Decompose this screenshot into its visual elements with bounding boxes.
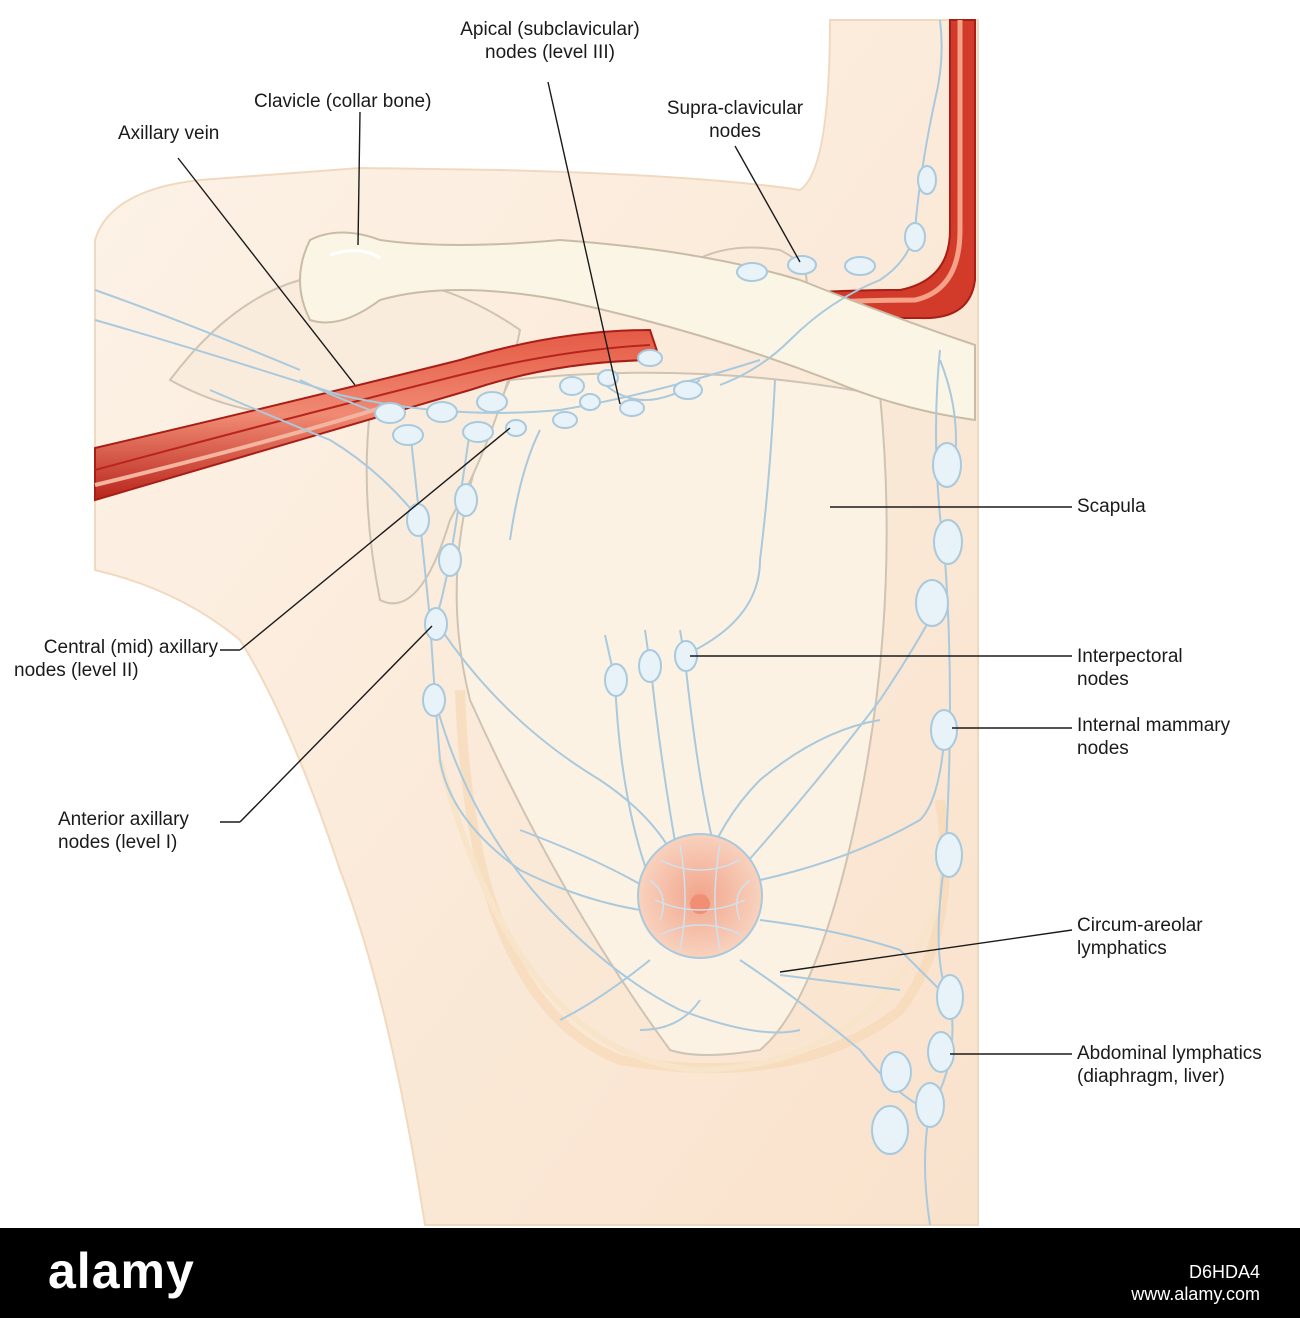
label-internal-mammary-nodes: Internal mammary nodes xyxy=(1077,714,1230,760)
label-line: Internal mammary xyxy=(1077,715,1231,736)
label-line: Axillary vein xyxy=(118,123,220,144)
lymph-node xyxy=(871,1105,909,1155)
label-central-axillary-nodes: Central (mid) axillary nodes (level II) xyxy=(2,636,218,682)
label-interpectoral-nodes: Interpectoral nodes xyxy=(1077,645,1183,691)
label-line: Supra-clavicular xyxy=(666,98,804,119)
label-line: nodes (level III) xyxy=(485,42,615,63)
label-axillary-vein: Axillary vein xyxy=(118,122,219,145)
lymph-node xyxy=(374,402,406,424)
lymph-node xyxy=(917,165,937,195)
label-line: Apical (subclavicular) xyxy=(460,19,640,40)
label-scapula: Scapula xyxy=(1077,495,1146,518)
lymph-node xyxy=(638,649,662,683)
lymph-node xyxy=(559,376,585,396)
label-circumareolar-lymphatics: Circum-areolar lymphatics xyxy=(1077,914,1203,960)
brand-logo: alamy xyxy=(48,1243,195,1299)
lymph-node xyxy=(936,974,964,1020)
lymph-node xyxy=(904,222,926,252)
lymph-node xyxy=(454,483,478,517)
lymph-node xyxy=(673,380,703,400)
label-line: Interpectoral xyxy=(1077,646,1183,667)
lymph-node xyxy=(637,349,663,367)
label-line: Scapula xyxy=(1077,496,1146,517)
lymph-node xyxy=(604,663,628,697)
lymph-node xyxy=(915,1082,945,1128)
clavicle-bone xyxy=(299,231,976,422)
lymph-node xyxy=(462,421,494,443)
label-line: Central (mid) axillary xyxy=(43,637,218,658)
label-anterior-axillary-nodes: Anterior axillary nodes (level I) xyxy=(58,808,189,854)
label-clavicle: Clavicle (collar bone) xyxy=(254,90,431,113)
lymph-node xyxy=(880,1051,912,1093)
lymph-node xyxy=(927,1031,955,1073)
label-line: nodes xyxy=(709,121,761,142)
lymph-node xyxy=(844,256,876,276)
lymph-node xyxy=(406,503,430,537)
label-line: Anterior axillary xyxy=(58,809,189,830)
label-line: (diaphragm, liver) xyxy=(1077,1066,1225,1087)
site-url: www.alamy.com xyxy=(1131,1284,1260,1304)
lymph-node xyxy=(932,442,962,488)
lymph-node xyxy=(505,419,527,437)
lymph-node xyxy=(935,832,963,878)
lymph-node xyxy=(426,401,458,423)
lymph-node xyxy=(579,393,601,411)
lymph-node xyxy=(787,255,817,275)
label-abdominal-lymphatics: Abdominal lymphatics (diaphragm, liver) xyxy=(1077,1042,1262,1088)
lymph-node xyxy=(438,543,462,577)
lymph-nodes xyxy=(374,165,964,1155)
lymph-node xyxy=(930,709,958,751)
leader-lines xyxy=(177,81,1073,1055)
lymph-node xyxy=(552,411,578,429)
label-line: lymphatics xyxy=(1077,938,1167,959)
lymph-node xyxy=(619,399,645,417)
lymph-node xyxy=(424,607,448,641)
label-line: nodes (level II) xyxy=(14,660,139,681)
lymph-node xyxy=(736,262,768,282)
label-line: Clavicle (collar bone) xyxy=(254,91,432,112)
image-id: D6HDA4 xyxy=(1188,1262,1260,1282)
label-supraclavicular-nodes: Supra-clavicular nodes xyxy=(640,97,830,143)
label-line: nodes (level I) xyxy=(58,832,178,853)
lymph-node xyxy=(422,683,446,717)
lymph-node xyxy=(392,424,424,446)
lymph-node xyxy=(933,519,963,565)
watermark-footer: alamy D6HDA4 www.alamy.com xyxy=(0,1228,1300,1318)
label-line: Circum-areolar xyxy=(1077,915,1203,936)
label-line: Abdominal lymphatics xyxy=(1077,1043,1262,1064)
label-line: nodes xyxy=(1077,669,1129,690)
areola xyxy=(637,833,763,959)
lymph-node xyxy=(915,579,949,627)
lymph-node xyxy=(476,391,508,413)
label-line: nodes xyxy=(1077,738,1129,759)
label-apical-nodes: Apical (subclavicular) nodes (level III) xyxy=(430,18,670,64)
anatomy-illustration xyxy=(94,19,1073,1226)
